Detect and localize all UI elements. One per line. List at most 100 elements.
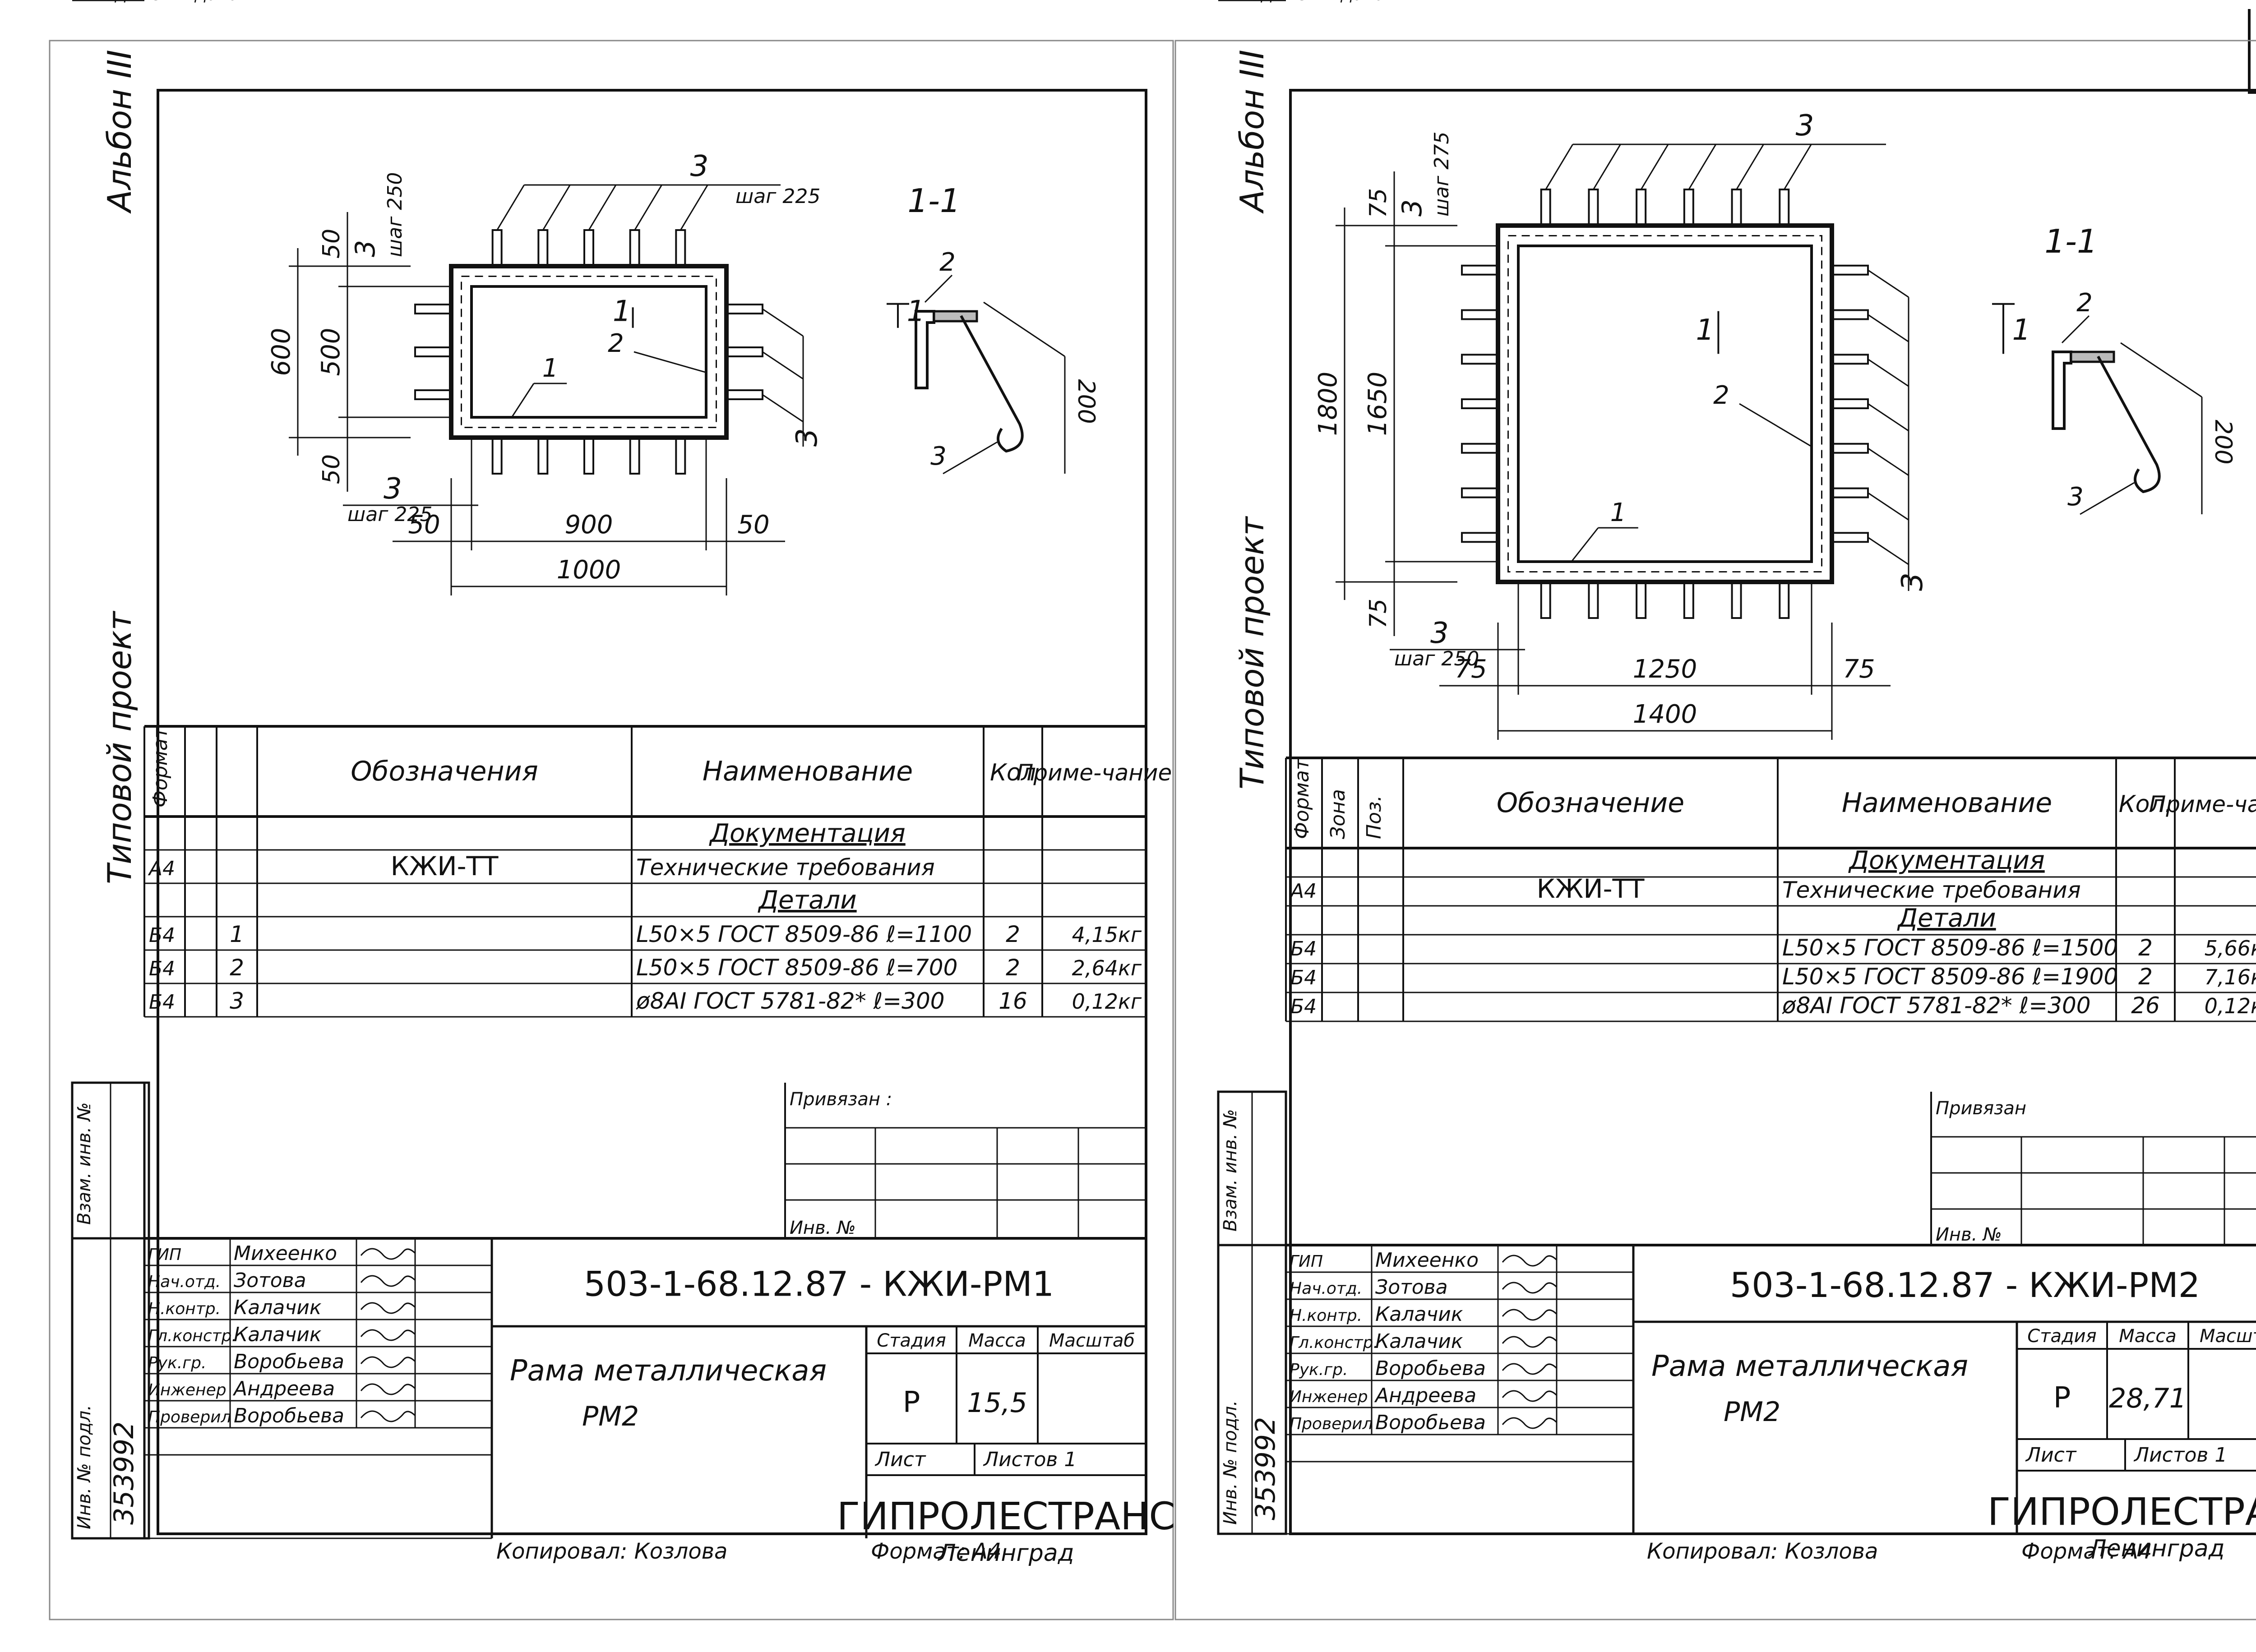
dim-top: 75 [1365, 188, 1392, 218]
anchor-left [1461, 398, 1499, 409]
side-sign-date: Подпись и дата [1236, 0, 1386, 5]
dim-edge-left: 50 [408, 510, 440, 540]
anchor-right [1831, 398, 1869, 409]
signature-mark [1502, 1309, 1558, 1321]
mass-value: 28,71 [2109, 1383, 2187, 1414]
anchor-top [1683, 189, 1694, 226]
row-name: ø8АI ГОСТ 5781-82* ℓ=300 [636, 988, 945, 1014]
person-name: Михеенко [234, 1242, 337, 1265]
row-qty: 2 [2138, 935, 2153, 961]
leader [1736, 144, 1764, 190]
mass-header: Масса [2119, 1326, 2177, 1347]
mass-value: 15,5 [967, 1387, 1027, 1419]
signature-mark [1502, 1390, 1558, 1402]
organization: ГИПРОЛЕСТРАНС [1988, 1490, 2256, 1534]
leader [1868, 314, 1909, 342]
dim-edge-right: 75 [1843, 655, 1875, 684]
main-frame [1289, 89, 2256, 1535]
sheet-header: Лист [874, 1448, 926, 1471]
row-note: 4,15кг [1072, 923, 1142, 947]
anchor-right [1831, 309, 1869, 320]
role-name: Гл.констр. [1290, 1334, 1378, 1352]
side-vzam: Взам. инв. № [74, 1102, 95, 1225]
row-name: Технические требования [636, 854, 935, 881]
role-name: Рук.гр. [1290, 1361, 1348, 1379]
drawing-title: Рама металлическая [1651, 1350, 1968, 1383]
leader [633, 351, 707, 374]
inv-number: 353992 [1250, 1417, 1281, 1520]
leader [1739, 403, 1812, 448]
role-name: Проверил [148, 1408, 231, 1426]
person-name: Калачик [234, 1296, 322, 1319]
frame-axis [461, 276, 717, 428]
row-note: 5,66кг [2205, 936, 2256, 960]
title-block: Взам. инв. №Подпись и датаИнв. № подл.35… [71, 0, 1175, 1567]
cut-marker-right: 1 [2012, 314, 2031, 347]
stage-value: Р [2053, 1381, 2071, 1415]
angle-flange [2070, 351, 2115, 363]
anchor-bottom-step: шаг 225 [347, 503, 432, 526]
anchor-top [583, 229, 594, 267]
side-inv-podl: Инв. № подл. [1220, 1400, 1241, 1525]
header-name: Наименование [703, 756, 913, 787]
section-pos2-label: 2 [939, 248, 956, 277]
leader [1571, 527, 1599, 562]
signature-mark [1502, 1336, 1558, 1348]
row-format: Б4 [1290, 966, 1317, 989]
album-label: Альбон III [1233, 50, 1271, 214]
section-pos2-label: 2 [2076, 288, 2093, 318]
anchor-right [726, 389, 763, 400]
leader [542, 185, 571, 231]
dim-inner: 900 [565, 510, 613, 540]
signature-mark [360, 1410, 416, 1422]
leader [1868, 448, 1909, 476]
privyazan-label: Привязан [1936, 1098, 2026, 1119]
section-title: 1-1 [907, 182, 961, 220]
anchor-bottom [1731, 581, 1742, 619]
leader [680, 185, 708, 231]
role-name: Нач.отд. [1290, 1279, 1362, 1298]
drawing-subtitle: РМ2 [1724, 1396, 1780, 1428]
row-format: Б4 [1290, 937, 1317, 960]
header-name: Наименование [1842, 787, 2052, 819]
anchor-top [491, 229, 503, 267]
anchor-bottom [675, 437, 686, 475]
copied-by: Копировал: Козлова [1647, 1539, 1878, 1564]
person-name: Воробьева [234, 1350, 344, 1373]
dim-inner: 1250 [1633, 655, 1697, 684]
anchor-left [414, 304, 452, 314]
person-name: Воробьева [1375, 1411, 1486, 1434]
leader [511, 383, 535, 418]
anchor-bottom [1588, 581, 1599, 619]
person-name: Андреева [232, 1377, 335, 1400]
row-section-title: Документация [708, 819, 905, 848]
organization: ГИПРОЛЕСТРАНС [837, 1494, 1175, 1538]
row-format: Б4 [149, 991, 175, 1014]
row-name: L50×5 ГОСТ 8509-86 ℓ=1500 [1782, 935, 2118, 961]
anchor-top-label: 3 [1796, 109, 1814, 143]
anchor-left [1461, 264, 1499, 276]
leader [2061, 315, 2090, 344]
anchor-bottom-step: шаг 250 [1394, 647, 1479, 670]
leader [1783, 144, 1812, 190]
leader [924, 274, 953, 303]
typical-project-label: Типовой проект [1233, 516, 1271, 789]
anchor-top [1779, 189, 1790, 226]
copied-by: Копировал: Козлова [496, 1539, 727, 1564]
header-note: Приме-чание [1017, 760, 1172, 786]
anchor-bar [2097, 355, 2161, 494]
stage-header: Стадия [2027, 1326, 2096, 1347]
row-format: Б4 [1290, 995, 1317, 1018]
anchor-top-step: шаг 225 [735, 185, 820, 208]
row-format: Б4 [149, 924, 175, 947]
drawing-code: 503-1-68.12.87 - КЖИ-РМ1 [584, 1264, 1054, 1304]
anchor-right [726, 346, 763, 357]
leader [1868, 492, 1909, 521]
row-qty: 2 [1006, 955, 1020, 981]
anchor-top [1588, 189, 1599, 226]
dim-line [2120, 342, 2202, 398]
signature-mark [360, 1302, 416, 1314]
